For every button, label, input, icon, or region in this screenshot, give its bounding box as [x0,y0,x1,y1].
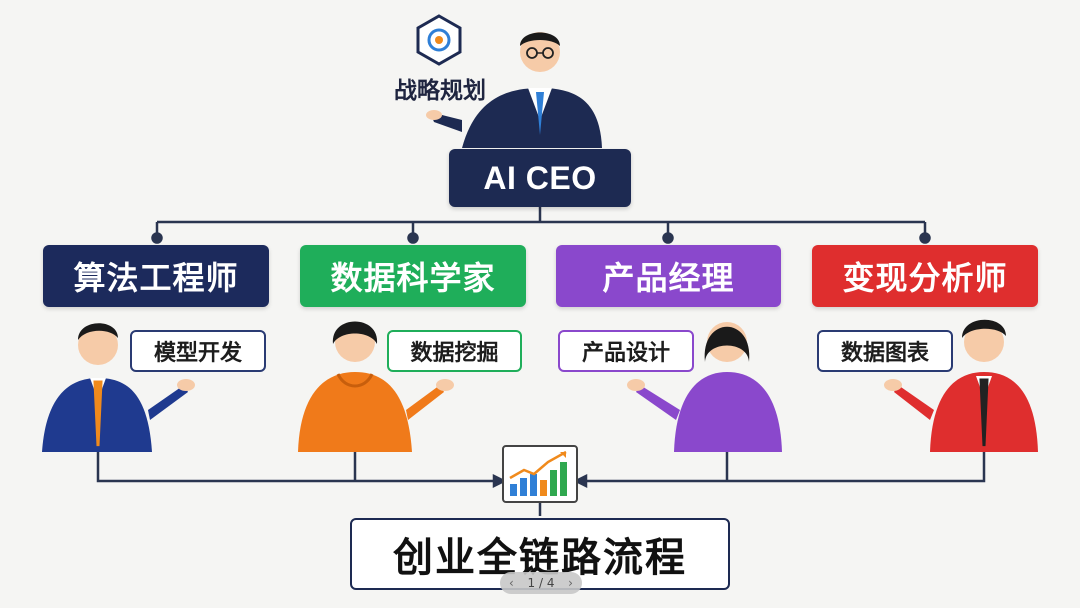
strategy-label: 战略规划 [384,70,496,106]
chevron-right-icon[interactable]: › [568,576,573,590]
growth-chart-icon [503,446,577,502]
role-data-scientist: 数据科学家 [300,245,526,307]
org-connectors [153,207,930,243]
bubble-data-charts: 数据图表 [817,330,953,372]
image-pager: ‹ 1 / 4 › [500,572,582,594]
bubble-model-development: 模型开发 [130,330,266,372]
role-algorithm-engineer: 算法工程师 [43,245,269,307]
chevron-left-icon[interactable]: ‹ [509,576,514,590]
role-product-manager: 产品经理 [556,245,781,307]
target-logo-icon [418,16,460,64]
role-monetization-analyst: 变现分析师 [812,245,1038,307]
pager-text: 1 / 4 [528,576,555,590]
ceo-box: AI CEO [449,149,631,207]
bubble-product-design: 产品设计 [558,330,694,372]
bubble-data-mining: 数据挖掘 [387,330,522,372]
